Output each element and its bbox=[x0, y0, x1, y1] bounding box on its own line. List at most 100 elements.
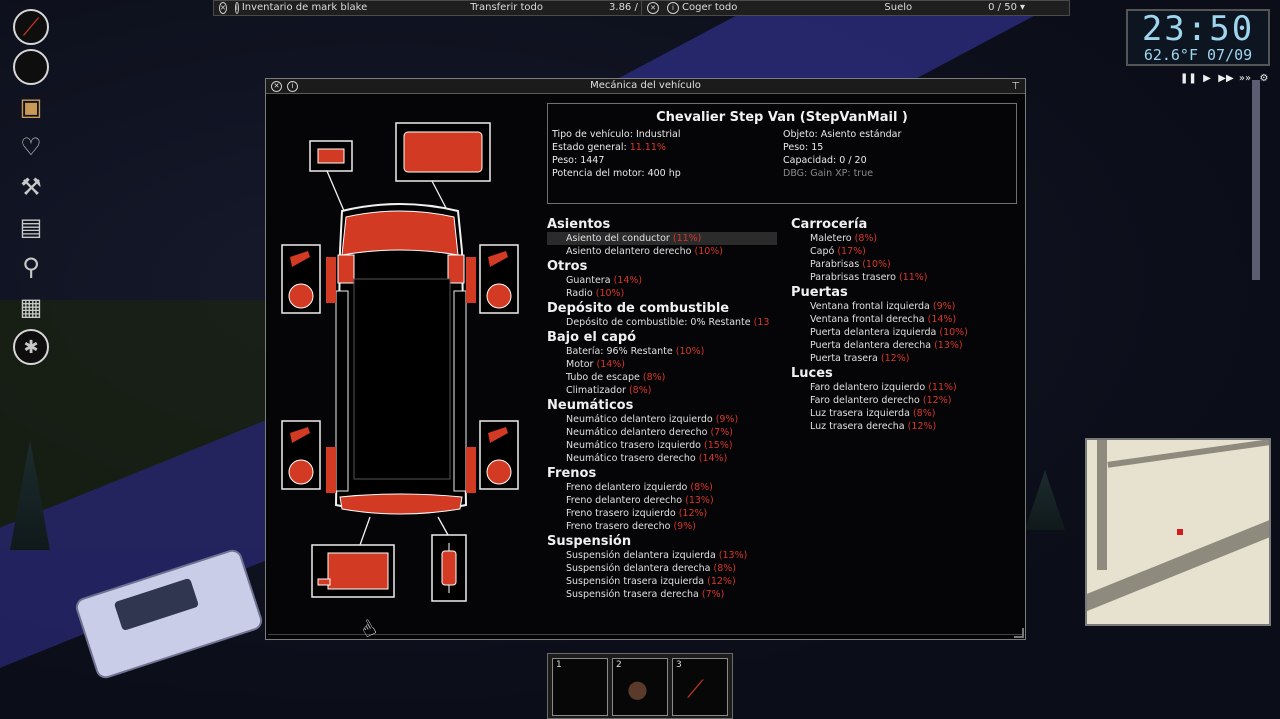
close-icon[interactable]: ✕ bbox=[271, 81, 282, 92]
engine-part[interactable] bbox=[395, 122, 491, 182]
minimap-road bbox=[1087, 501, 1269, 615]
part-item[interactable]: Capó (17%) bbox=[791, 245, 1011, 258]
minimap-road bbox=[1097, 440, 1107, 570]
crafting-button[interactable]: ⚒ bbox=[12, 168, 50, 206]
muffler-part[interactable] bbox=[431, 534, 467, 602]
part-condition: (14%) bbox=[698, 453, 728, 464]
part-item[interactable]: Faro delantero izquierdo (11%) bbox=[791, 381, 1011, 394]
debug-button[interactable]: ✱ bbox=[12, 328, 50, 366]
part-item[interactable]: Suspensión delantera derecha (8%) bbox=[547, 562, 777, 575]
part-item[interactable]: Luz trasera derecha (12%) bbox=[791, 420, 1011, 433]
front-right-wheel[interactable] bbox=[479, 244, 519, 314]
info-icon[interactable]: i bbox=[234, 2, 239, 14]
part-item[interactable]: Suspensión trasera derecha (7%) bbox=[547, 588, 777, 601]
front-left-wheel[interactable] bbox=[281, 244, 321, 314]
fuel-tank-part[interactable] bbox=[311, 544, 395, 598]
part-item[interactable]: Puerta trasera (12%) bbox=[791, 352, 1011, 365]
part-item[interactable]: Neumático delantero derecho (7%) bbox=[547, 426, 777, 439]
part-item[interactable]: Suspensión delantera izquierda (13%) bbox=[547, 549, 777, 562]
part-item[interactable]: Faro delantero derecho (12%) bbox=[791, 394, 1011, 407]
safehouse-button[interactable]: ▤ bbox=[12, 208, 50, 246]
part-label: Suspensión trasera izquierda bbox=[566, 576, 705, 587]
part-item[interactable]: Asiento del conductor (11%) bbox=[547, 232, 777, 245]
category-heading: Frenos bbox=[547, 466, 597, 481]
part-condition: (13 bbox=[753, 317, 770, 328]
resize-handle[interactable] bbox=[1014, 628, 1024, 638]
play-icon[interactable]: ▶ bbox=[1203, 73, 1211, 84]
part-condition: (12%) bbox=[922, 395, 952, 406]
part-condition: (15%) bbox=[704, 440, 733, 451]
hotbar-slot-2[interactable]: 2 ● bbox=[612, 658, 668, 716]
part-item[interactable]: Parabrisas (10%) bbox=[791, 258, 1011, 271]
part-item[interactable]: Freno trasero derecho (9%) bbox=[547, 520, 777, 533]
part-item[interactable]: Luz trasera izquierda (8%) bbox=[791, 407, 1011, 420]
settings-icon[interactable]: ⚙ bbox=[1259, 73, 1269, 84]
health-button[interactable]: ♡ bbox=[12, 128, 50, 166]
part-condition: (10%) bbox=[595, 288, 625, 299]
faster-icon[interactable]: »» bbox=[1238, 73, 1252, 84]
slot-number: 3 bbox=[676, 660, 682, 670]
vehicle-diagram bbox=[281, 122, 519, 602]
info-icon[interactable]: i bbox=[287, 81, 298, 92]
hotbar-slot-1[interactable]: 1 bbox=[552, 658, 608, 716]
part-condition: (8%) bbox=[642, 372, 666, 383]
minimap[interactable] bbox=[1085, 438, 1271, 626]
inventory-button[interactable]: ▣ bbox=[12, 88, 50, 126]
vehicle-name: Chevalier Step Van (StepVanMail ) bbox=[656, 110, 908, 125]
transfer-all-button[interactable]: Transferir todo bbox=[470, 2, 544, 13]
part-condition: (12%) bbox=[707, 576, 736, 587]
part-item[interactable]: Guantera (14%) bbox=[547, 274, 777, 287]
window-titlebar[interactable]: ✕ i Mecánica del vehículo ⊤ bbox=[266, 79, 1025, 94]
part-label: Freno trasero izquierdo bbox=[566, 508, 676, 519]
part-item[interactable]: Freno trasero izquierdo (12%) bbox=[547, 507, 777, 520]
hotbar-slot-3[interactable]: 3 ⟋ bbox=[672, 658, 728, 716]
part-item[interactable]: Parabrisas trasero (11%) bbox=[791, 271, 1011, 284]
primary-hand-button[interactable]: ⟋ bbox=[12, 8, 50, 46]
secondary-hand-button[interactable] bbox=[12, 48, 50, 86]
glovebox-part[interactable] bbox=[309, 140, 353, 172]
part-item[interactable]: Puerta delantera izquierda (10%) bbox=[791, 326, 1011, 339]
part-item[interactable]: Freno delantero derecho (13%) bbox=[547, 494, 777, 507]
part-item[interactable]: Maletero (8%) bbox=[791, 232, 1011, 245]
close-icon[interactable]: ✕ bbox=[647, 2, 659, 14]
part-item[interactable]: Tubo de escape (8%) bbox=[547, 371, 777, 384]
map-button[interactable]: ▦ bbox=[12, 288, 50, 326]
vehicle-body-part[interactable] bbox=[326, 203, 476, 515]
player-inventory-bar: ✕ i Inventario de mark blake Transferir … bbox=[213, 0, 662, 16]
close-icon[interactable]: ✕ bbox=[219, 2, 227, 14]
part-item[interactable]: Puerta delantera derecha (13%) bbox=[791, 339, 1011, 352]
part-label: Puerta delantera izquierda bbox=[810, 327, 937, 338]
part-condition: (12%) bbox=[678, 508, 708, 519]
loot-all-button[interactable]: Coger todo bbox=[682, 2, 738, 13]
part-item[interactable]: Suspensión trasera izquierda (12%) bbox=[547, 575, 777, 588]
part-item[interactable]: Ventana frontal izquierda (9%) bbox=[791, 300, 1011, 313]
info-icon[interactable]: i bbox=[667, 2, 679, 14]
fast-forward-icon[interactable]: ▶▶ bbox=[1218, 73, 1234, 84]
pipe-wrench-icon: ⟋ bbox=[687, 675, 704, 703]
pin-icon[interactable]: ⊤ bbox=[1011, 81, 1020, 92]
hotbar: 1 2 ● 3 ⟋ bbox=[547, 653, 733, 719]
part-item[interactable]: Asiento delantero derecho (10%) bbox=[547, 245, 777, 258]
part-item[interactable]: Depósito de combustible: 0% Restante (13 bbox=[547, 316, 777, 329]
pause-icon[interactable]: ❚❚ bbox=[1180, 73, 1197, 84]
part-condition: (10%) bbox=[862, 259, 891, 270]
rear-left-wheel[interactable] bbox=[281, 420, 321, 490]
part-label: Puerta delantera derecha bbox=[810, 340, 932, 351]
part-item[interactable]: Freno delantero izquierdo (8%) bbox=[547, 481, 777, 494]
part-label: Neumático delantero derecho bbox=[566, 427, 708, 438]
category-heading: Asientos bbox=[547, 217, 611, 232]
part-item[interactable]: Neumático trasero izquierdo (15%) bbox=[547, 439, 777, 452]
part-label: Maletero bbox=[810, 233, 852, 244]
rear-right-wheel[interactable] bbox=[479, 420, 519, 490]
part-item[interactable]: Motor (14%) bbox=[547, 358, 777, 371]
part-item[interactable]: Batería: 96% Restante (10%) bbox=[547, 345, 777, 358]
part-item[interactable]: Radio (10%) bbox=[547, 287, 777, 300]
part-item[interactable]: Neumático trasero derecho (14%) bbox=[547, 452, 777, 465]
part-item[interactable]: Climatizador (8%) bbox=[547, 384, 777, 397]
part-condition: (12%) bbox=[880, 353, 910, 364]
inventory-title: Inventario de mark blake bbox=[241, 2, 368, 13]
search-button[interactable]: ⚲ bbox=[12, 248, 50, 286]
part-item[interactable]: Ventana frontal derecha (14%) bbox=[791, 313, 1011, 326]
part-condition: (8%) bbox=[713, 563, 737, 574]
part-item[interactable]: Neumático delantero izquierdo (9%) bbox=[547, 413, 777, 426]
